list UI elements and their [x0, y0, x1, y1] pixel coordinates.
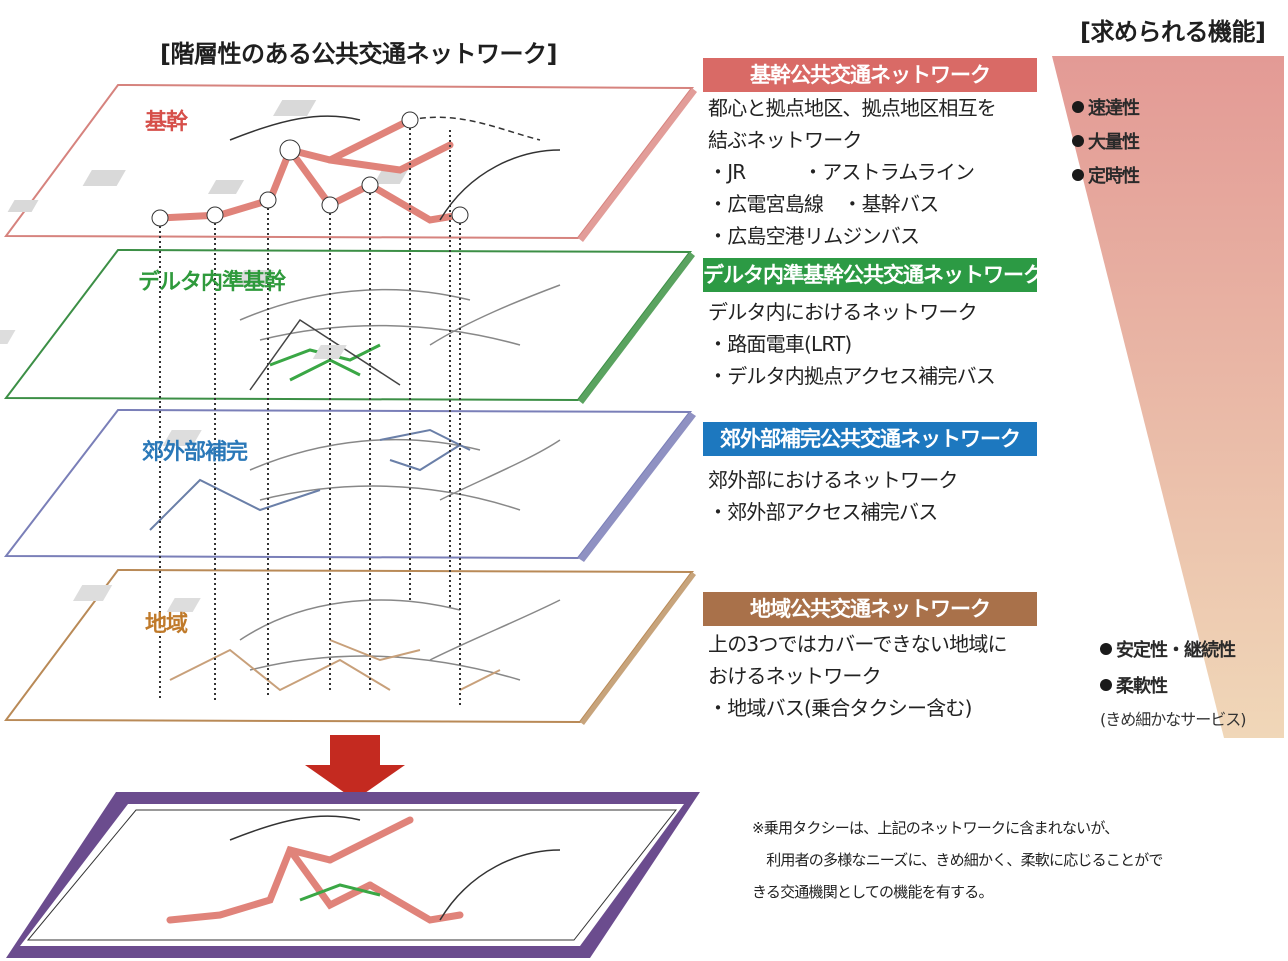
desc-line: ・郊外部アクセス補完バス [708, 500, 938, 524]
desc-line: 郊外部におけるネットワーク [708, 468, 958, 492]
desc-line: ・広島空港リムジンバス [708, 224, 920, 248]
bullet-dot-icon [1072, 101, 1084, 113]
desc-line: ・地域バス(乗合タクシー含む) [708, 696, 972, 720]
footnote: ※乗用タクシーは、上記のネットワークに含まれないが、 利用者の多様なニーズに、き… [752, 812, 1163, 908]
desc-line: 都心と拠点地区、拠点地区相互を [708, 96, 997, 120]
desc-line: ・JR ・アストラムライン [708, 160, 975, 184]
section-desc-kikan: 都心と拠点地区、拠点地区相互を 結ぶネットワーク ・JR ・アストラムライン ・… [708, 92, 997, 252]
section-header-chiiki: 地域公共交通ネットワーク [703, 592, 1037, 626]
section-header-kikan: 基幹公共交通ネットワーク [703, 58, 1037, 92]
functions-title: [求められる機能] [1080, 18, 1266, 46]
function-item: 安定性・継続性 [1100, 636, 1236, 662]
layer-label-kikan: 基幹 [145, 110, 188, 135]
diagram-title: [階層性のある公共交通ネットワーク] [160, 40, 557, 68]
function-note: (きめ細かなサービス) [1100, 710, 1246, 729]
function-item: 速達性 [1072, 94, 1140, 120]
down-arrow [305, 735, 405, 800]
combined-network-plane [6, 792, 700, 958]
function-item: 柔軟性 [1100, 672, 1168, 698]
bullet-dot-icon [1072, 169, 1084, 181]
layer-stack-diagram [0, 83, 700, 958]
function-item: 大量性 [1072, 128, 1140, 154]
desc-line: おけるネットワーク [708, 664, 882, 688]
function-item: 定時性 [1072, 162, 1140, 188]
footnote-line: きる交通機関としての機能を有する。 [752, 883, 993, 901]
layer-connectors [159, 128, 461, 705]
functions-wedge [1052, 56, 1284, 738]
section-desc-chiiki: 上の3つではカバーできない地域に おけるネットワーク ・地域バス(乗合タクシー含… [708, 628, 1008, 724]
layer-plane-chiiki [4, 568, 696, 725]
bullet-dot-icon [1072, 135, 1084, 147]
desc-line: デルタ内におけるネットワーク [708, 300, 978, 324]
section-header-kogai: 郊外部補完公共交通ネットワーク [703, 422, 1037, 456]
bullet-dot-icon [1100, 643, 1112, 655]
desc-line: 上の3つではカバーできない地域に [708, 632, 1008, 656]
layer-label-delta: デルタ内準基幹 [138, 270, 286, 295]
section-desc-delta: デルタ内におけるネットワーク ・路面電車(LRT) ・デルタ内拠点アクセス補完バ… [708, 296, 996, 392]
layer-plane-delta [0, 248, 695, 404]
layer-plane-kogai [3, 408, 696, 562]
layer-plane-kikan [4, 83, 697, 242]
desc-line: ・デルタ内拠点アクセス補完バス [708, 364, 996, 388]
desc-line: ・広電宮島線 ・基幹バス [708, 192, 939, 216]
layer-label-kogai: 郊外部補完 [142, 440, 248, 465]
desc-line: 結ぶネットワーク [708, 128, 862, 152]
section-desc-kogai: 郊外部におけるネットワーク ・郊外部アクセス補完バス [708, 464, 958, 528]
bullet-dot-icon [1100, 679, 1112, 691]
section-header-delta: デルタ内準基幹公共交通ネットワーク [703, 258, 1037, 292]
desc-line: ・路面電車(LRT) [708, 332, 852, 356]
layer-label-chiiki: 地域 [145, 612, 188, 637]
footnote-line: ※乗用タクシーは、上記のネットワークに含まれないが、 [752, 819, 1119, 837]
footnote-line: 利用者の多様なニーズに、きめ細かく、柔軟に応じることがで [752, 851, 1163, 869]
